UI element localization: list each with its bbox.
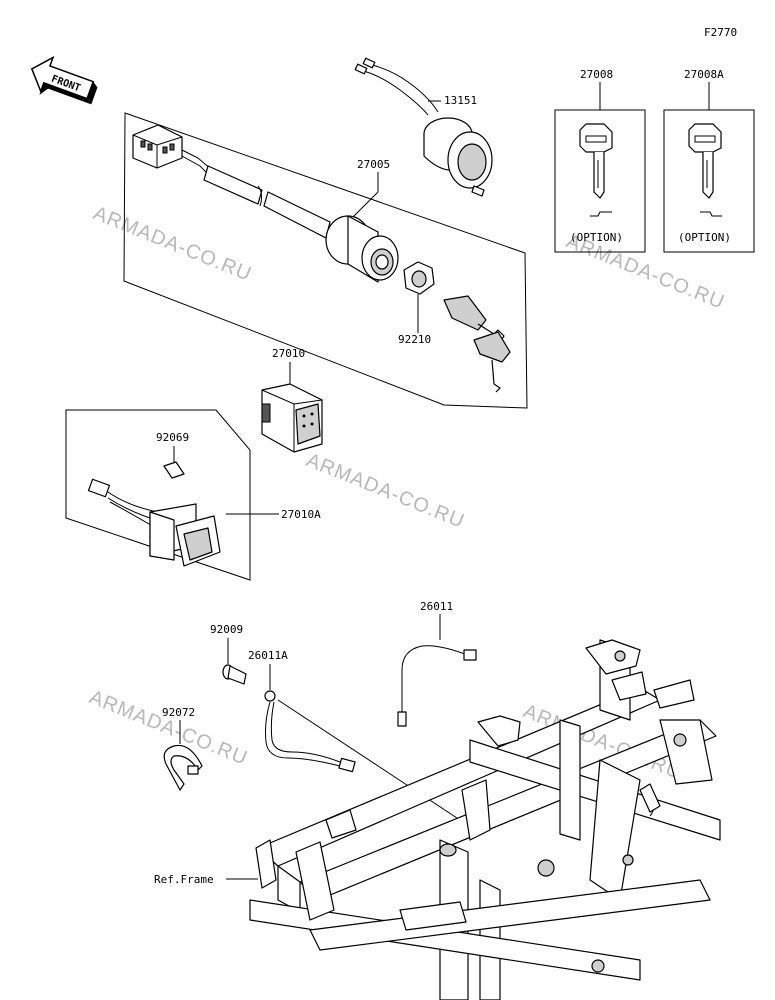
ignition-switch-assembly-box: 27005 922	[123, 112, 528, 409]
label-27010A: 27010A	[281, 508, 321, 521]
label-26011A: 26011A	[248, 649, 288, 662]
key-pair-icon	[443, 295, 511, 393]
sensor-26011-part: 26011	[397, 600, 477, 727]
option-label-27008A: (OPTION)	[678, 231, 731, 244]
label-92069: 92069	[156, 431, 189, 444]
option-label-27008: (OPTION)	[570, 231, 623, 244]
label-92009: 92009	[210, 623, 243, 636]
label-ref-frame: Ref.Frame	[154, 873, 214, 886]
label-92072: 92072	[162, 706, 195, 719]
frame-reference: Ref.Frame	[154, 639, 721, 1000]
label-27010: 27010	[272, 347, 305, 360]
key-27008A-box: 27008A (OPTION)	[663, 68, 755, 253]
watermark-3: ARMADA-CO.RU	[303, 449, 468, 533]
label-27005: 27005	[357, 158, 390, 171]
label-13151: 13151	[444, 94, 477, 107]
switch-27010A-box: 92069 27010A	[65, 409, 321, 581]
key-27008-box: 27008 (OPTION)	[554, 68, 646, 253]
watermark-1: ARMADA-CO.RU	[90, 202, 255, 286]
nut-icon	[403, 261, 435, 295]
label-92210: 92210	[398, 333, 431, 346]
key-27008-icon	[579, 123, 613, 199]
label-27008: 27008	[580, 68, 613, 81]
figure-code: F2770	[704, 26, 737, 39]
ignition-switch-icon	[325, 215, 399, 283]
rocker-switch-part: 27010	[261, 347, 323, 453]
label-26011: 26011	[420, 600, 453, 613]
key-27008A-icon	[688, 123, 722, 199]
band-92072-part: 92072	[162, 706, 203, 791]
switch-27010A-icon	[149, 503, 221, 567]
ignition-cylinder-part: 13151	[354, 57, 493, 197]
screw-92009-part: 92009	[210, 623, 247, 685]
clip-92069-icon	[163, 461, 185, 479]
ignition-connector-icon	[132, 124, 213, 179]
front-arrow-icon: FRONT	[30, 55, 98, 105]
label-27008A: 27008A	[684, 68, 724, 81]
